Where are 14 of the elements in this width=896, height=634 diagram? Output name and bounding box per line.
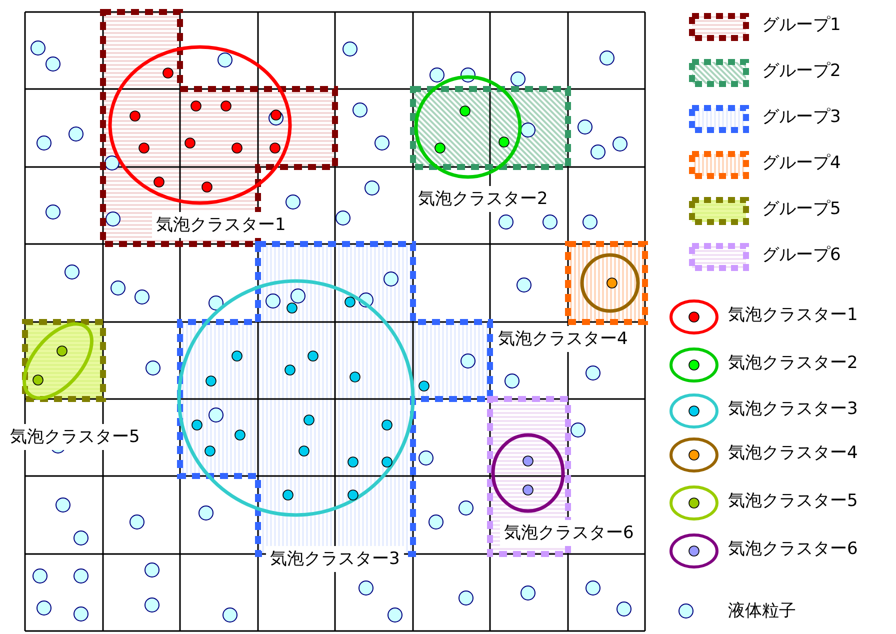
legend-label: 気泡クラスター2	[728, 352, 858, 374]
legend-label: グループ2	[762, 60, 841, 82]
legend-label: グループ1	[762, 14, 841, 36]
legend-label: グループ3	[762, 106, 841, 128]
legend-label: 気泡クラスター3	[728, 398, 858, 420]
legend-label: グループ5	[762, 198, 841, 220]
legend-label: グループ4	[762, 152, 841, 174]
legend-label: 気泡クラスター6	[728, 538, 858, 560]
legend-label: 気泡クラスター5	[728, 490, 858, 512]
legend-label: 気泡クラスター1	[728, 304, 858, 326]
legend-label: 気泡クラスター4	[728, 442, 858, 464]
legend-label: グループ6	[762, 244, 841, 266]
cluster-label: 気泡クラスター3	[266, 546, 404, 572]
legend-label: 液体粒子	[728, 600, 796, 622]
